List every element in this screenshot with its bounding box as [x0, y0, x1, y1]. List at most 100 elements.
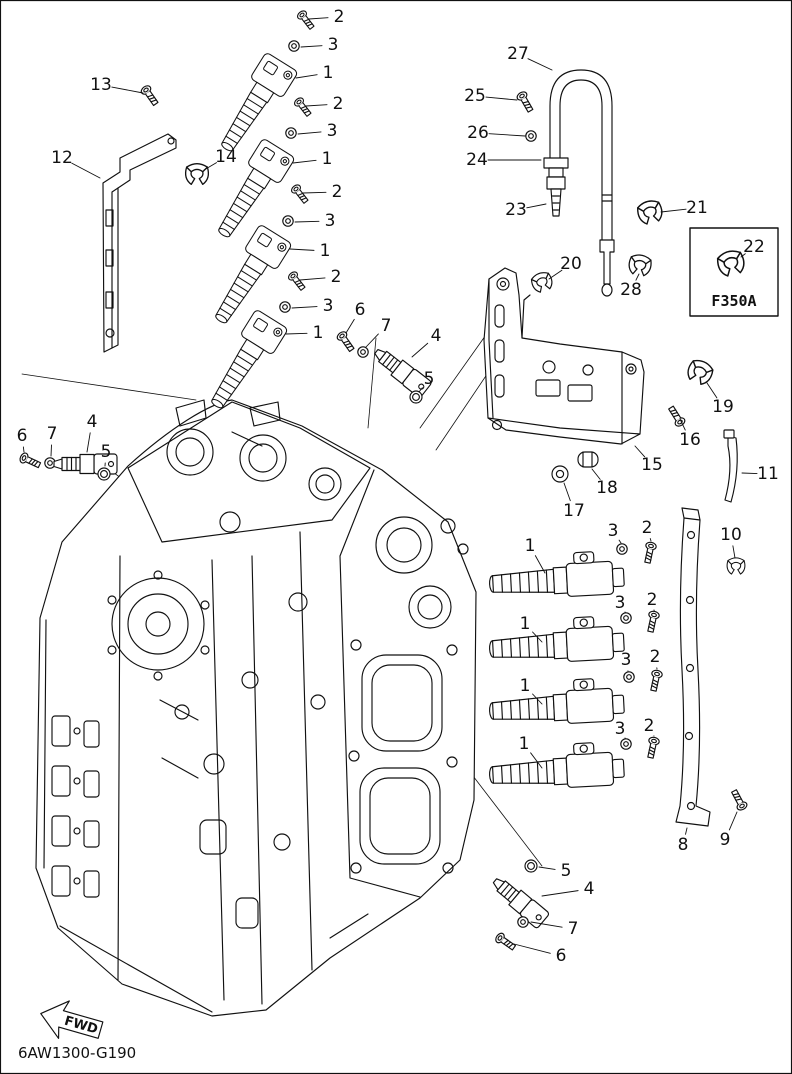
callout-5: 5 [561, 861, 572, 881]
callout-2: 2 [334, 7, 345, 27]
bolt-25 [515, 89, 536, 114]
leader-line-19 [706, 382, 718, 399]
leader-line-21 [660, 208, 687, 213]
ignition-coil-1a [210, 51, 299, 161]
leader-line-22 [740, 253, 746, 258]
callout-4: 4 [87, 412, 98, 432]
callout-15: 15 [641, 455, 663, 475]
bracket-12 [102, 133, 177, 353]
callout-2: 2 [650, 647, 661, 667]
cable-tie-11 [723, 429, 738, 503]
callout-19: 19 [712, 397, 734, 417]
leader-line-2 [302, 191, 327, 194]
washer-7-top [357, 346, 369, 358]
callout-2: 2 [333, 94, 344, 114]
callout-7: 7 [47, 424, 58, 444]
callout-24: 24 [466, 150, 488, 170]
leader-line-25 [485, 96, 518, 101]
callout-25: 25 [464, 86, 486, 106]
leader-line-5 [538, 866, 556, 870]
leader-line-1 [530, 752, 543, 769]
callout-1: 1 [323, 63, 334, 83]
callout-16: 16 [679, 430, 701, 450]
callout-10: 10 [720, 525, 742, 545]
callout-6: 6 [355, 300, 366, 320]
leader-line-15 [634, 445, 646, 458]
leader-line-10 [732, 545, 736, 559]
leader-line-3 [618, 539, 622, 544]
grommet-17 [551, 465, 569, 483]
leader-line-12 [71, 162, 101, 179]
ignition-coil-1h [487, 740, 626, 793]
leader-line-28 [635, 273, 640, 281]
ignition-coil-1e [487, 549, 626, 602]
leader-line-27 [527, 58, 553, 71]
washer-3c [282, 215, 294, 227]
callout-1: 1 [520, 614, 531, 634]
bolt-2h [644, 735, 661, 760]
oring-5-left [97, 467, 111, 481]
callout-9: 9 [720, 830, 731, 850]
callout-7: 7 [568, 919, 579, 939]
bolt-2f [644, 609, 661, 634]
leader-line-6 [345, 318, 355, 334]
bolt-2c [289, 182, 311, 206]
washer-3h [620, 738, 632, 750]
callout-5: 5 [101, 442, 112, 462]
callout-28: 28 [620, 280, 642, 300]
leader-line-1 [292, 159, 317, 164]
clip-19 [683, 356, 717, 388]
leader-line-4 [411, 342, 429, 358]
leader-line-13 [111, 86, 144, 94]
bolt-6-bottom [493, 931, 518, 953]
callout-3: 3 [323, 296, 334, 316]
callout-2: 2 [642, 518, 653, 538]
leader-line-4 [541, 890, 579, 897]
washer-3a [288, 40, 300, 52]
joint-24 [543, 157, 569, 178]
leader-line-18 [591, 468, 601, 480]
bolt-2d [286, 269, 308, 293]
fwd-arrow-icon: FWD [40, 1000, 104, 1039]
ignition-coil-1g [487, 676, 626, 729]
callout-5: 5 [424, 369, 435, 389]
model-label: F350A [711, 292, 756, 310]
clamp-20 [529, 269, 555, 295]
callout-22: 22 [743, 237, 765, 257]
clamp-14 [184, 162, 210, 186]
callout-11: 11 [757, 464, 779, 484]
hose-27 [549, 69, 615, 297]
engine-block [35, 399, 477, 1017]
sensor-23 [546, 176, 566, 217]
callout-1: 1 [520, 676, 531, 696]
bolt-9 [728, 787, 749, 813]
leader-line-23 [526, 203, 547, 209]
leader-line-7 [365, 333, 379, 348]
leader-line-3 [294, 220, 320, 223]
washer-3b [285, 127, 297, 139]
callout-1: 1 [313, 323, 324, 343]
bolt-2a [295, 8, 317, 32]
washer-3e [616, 543, 628, 555]
ignition-coil-1d [200, 308, 289, 418]
leader-line-16 [679, 418, 686, 431]
leader-line-2 [299, 277, 326, 281]
leader-line-3 [291, 306, 318, 309]
callout-6: 6 [556, 946, 567, 966]
clip-10 [726, 557, 746, 575]
leader-line-2 [649, 538, 652, 542]
leader-line-9 [728, 811, 738, 831]
callout-23: 23 [505, 200, 527, 220]
bolt-2b [292, 95, 314, 119]
leader-line-14 [203, 162, 217, 171]
bolt-2e [641, 540, 658, 565]
leader-line-2 [308, 17, 329, 20]
leader-line-6 [513, 943, 551, 954]
callout-18: 18 [596, 478, 618, 498]
callout-13: 13 [90, 75, 112, 95]
model-reference-box: F350A [689, 227, 779, 317]
callout-1: 1 [519, 734, 530, 754]
leader-line-3 [300, 45, 323, 48]
callout-8: 8 [678, 835, 689, 855]
leader-line-1 [532, 693, 543, 705]
